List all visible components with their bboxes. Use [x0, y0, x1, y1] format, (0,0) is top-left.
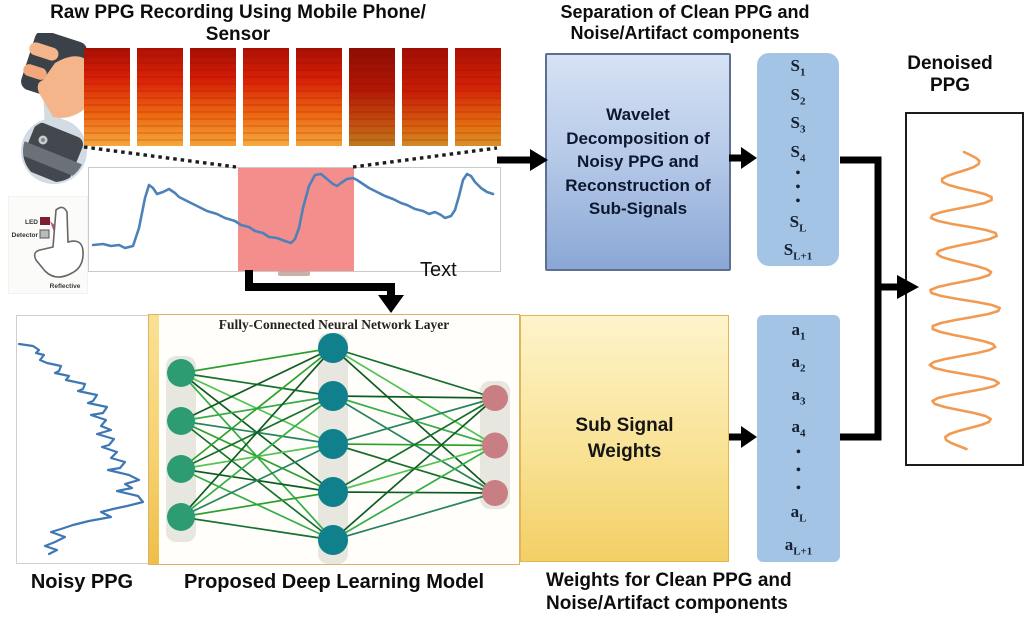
- separation-heading: Separation of Clean PPG and Noise/Artifa…: [560, 2, 810, 43]
- dashed-guide-left: [83, 145, 237, 169]
- sub-signal-item: S3: [790, 113, 806, 136]
- arrow-waveform-to-model: [245, 270, 404, 313]
- weight-item: a4: [791, 417, 806, 440]
- weight-item: aL: [790, 502, 807, 525]
- network-caption: Fully-Connected Neural Network Layer: [218, 317, 450, 332]
- text-label: Text: [420, 259, 457, 281]
- finger: [29, 42, 59, 61]
- weight-item: a1: [791, 319, 806, 343]
- reflective-sensor-diagram: LED Detector Reflective: [8, 196, 88, 294]
- ellipsis-dot: •: [796, 480, 801, 496]
- noisy-ppg-panel: [16, 315, 149, 564]
- hand-icon: [37, 56, 97, 118]
- deep-learning-model-panel: Fully-Connected Neural Network Layer: [148, 314, 520, 565]
- led-icon: [40, 217, 50, 225]
- ppg-spectrogram-strip: [84, 48, 130, 146]
- dashed-guide-right: [352, 146, 498, 169]
- ppg-spectrogram-strip: [349, 48, 395, 146]
- ppg-spectrogram-strip: [190, 48, 236, 146]
- ppg-spectrogram-strip: [296, 48, 342, 146]
- weights-box-label: Sub Signal Weights: [575, 414, 674, 462]
- denoised-ppg-title: Denoised PPG: [907, 53, 993, 97]
- weight-item: aL+1: [784, 534, 813, 557]
- reflective-label: Reflective: [50, 283, 81, 290]
- finger-outline-icon: [33, 206, 84, 278]
- detector-label: Detector: [12, 232, 39, 239]
- model-label: Proposed Deep Learning Model: [183, 571, 485, 593]
- ellipsis-dot: •: [796, 462, 801, 478]
- input-band: [149, 315, 159, 564]
- sub-signal-weights-box: Sub Signal Weights: [520, 315, 729, 562]
- phone-hand-illustration: [21, 33, 97, 184]
- denoised-ppg-waveform: [928, 150, 1001, 451]
- noisy-ppg-waveform: [17, 342, 145, 556]
- arrow-wavelet-to-subsignals: [729, 147, 757, 169]
- ppg-spectrogram-strip: [137, 48, 183, 146]
- wavelet-box-label: Wavelet Decomposition of Noisy PPG and R…: [565, 105, 711, 219]
- sub-signal-item: S4: [790, 141, 806, 165]
- ppg-spectrogram-strip: [455, 48, 501, 146]
- raw-ppg-title: Raw PPG Recording Using Mobile Phone/ Se…: [50, 2, 426, 46]
- weights-heading: Weights for Clean PPG and Noise/Artifact…: [546, 570, 792, 614]
- weight-values-column: a1 a2 a3 a4 • • • aL aL+1: [757, 315, 840, 562]
- sub-signal-item: SL: [789, 211, 807, 235]
- ellipsis-dot: •: [796, 445, 801, 461]
- neural-network-graph: [166, 333, 510, 564]
- ellipsis-dot: •: [795, 166, 801, 182]
- ellipsis-dot: •: [795, 194, 801, 210]
- ppg-spectrogram-strip: [402, 48, 448, 146]
- arrow-raw-to-wavelet: [497, 149, 548, 171]
- wavelet-decomposition-box: Wavelet Decomposition of Noisy PPG and R…: [545, 53, 731, 271]
- denoised-ppg-panel: [905, 112, 1024, 466]
- sub-signal-item: SL+1: [783, 240, 813, 263]
- detector-icon: [39, 229, 50, 239]
- raw-ppg-waveform-panel: [88, 167, 501, 272]
- sub-signal-item: S2: [790, 84, 806, 108]
- raw-ppg-waveform: [91, 172, 495, 250]
- tiny-caption-mark: [278, 271, 310, 276]
- arrow-weights-to-values: [729, 426, 757, 448]
- ellipsis-dot: •: [795, 180, 801, 196]
- noisy-ppg-label: Noisy PPG: [30, 571, 134, 593]
- led-label: LED: [25, 219, 38, 226]
- ppg-spectrogram-strip: [243, 48, 289, 146]
- sub-signal-column: S1 S2 S3 S4 • • • SL SL+1: [757, 53, 839, 266]
- weight-item: a3: [791, 384, 806, 408]
- thumb: [23, 64, 47, 80]
- sub-signal-item: S1: [790, 56, 806, 79]
- weight-item: a2: [791, 352, 806, 375]
